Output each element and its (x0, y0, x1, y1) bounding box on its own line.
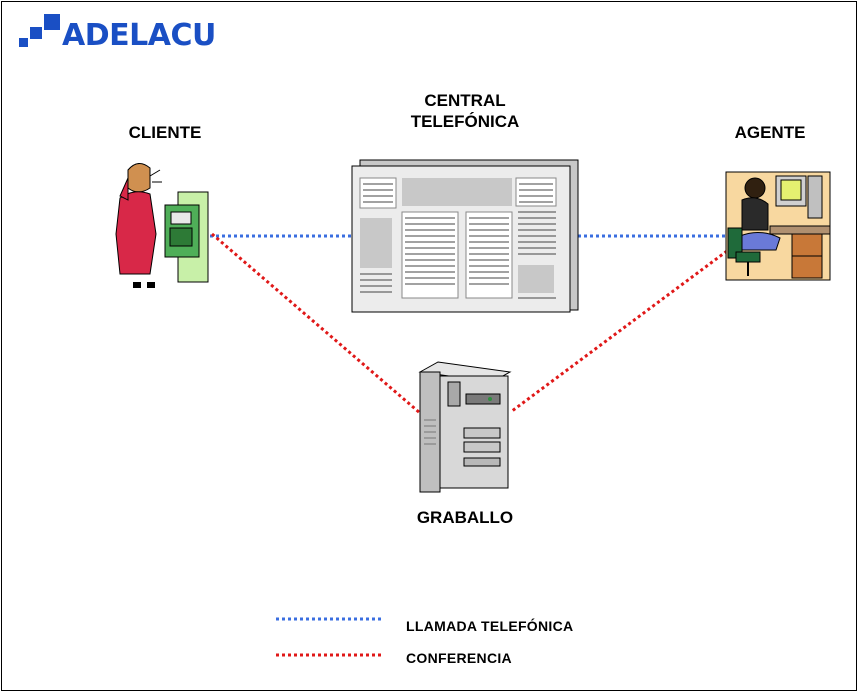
logo-text: ADELACU (62, 18, 216, 53)
telephone-exchange-icon (351, 159, 579, 313)
label-central-line2: TELEFÓNICA (410, 112, 520, 131)
conference-line-cliente-graballo (211, 232, 421, 415)
label-central: CENTRAL TELEFÓNICA (390, 90, 540, 132)
label-central-line1: CENTRAL (424, 91, 506, 110)
legend-label-llamada: LLAMADA TELEFÓNICA (406, 618, 574, 634)
agent-at-computer-icon (725, 171, 831, 281)
conference-line-agente-graballo (511, 249, 728, 413)
label-agente: AGENTE (734, 123, 806, 142)
label-cliente: CLIENTE (128, 123, 202, 142)
logo-mark-icon (19, 14, 60, 47)
legend-label-conferencia: CONFERENCIA (406, 650, 512, 666)
server-tower-icon (418, 361, 512, 493)
person-on-payphone-icon (115, 163, 209, 288)
label-graballo: GRABALLO (416, 508, 514, 527)
